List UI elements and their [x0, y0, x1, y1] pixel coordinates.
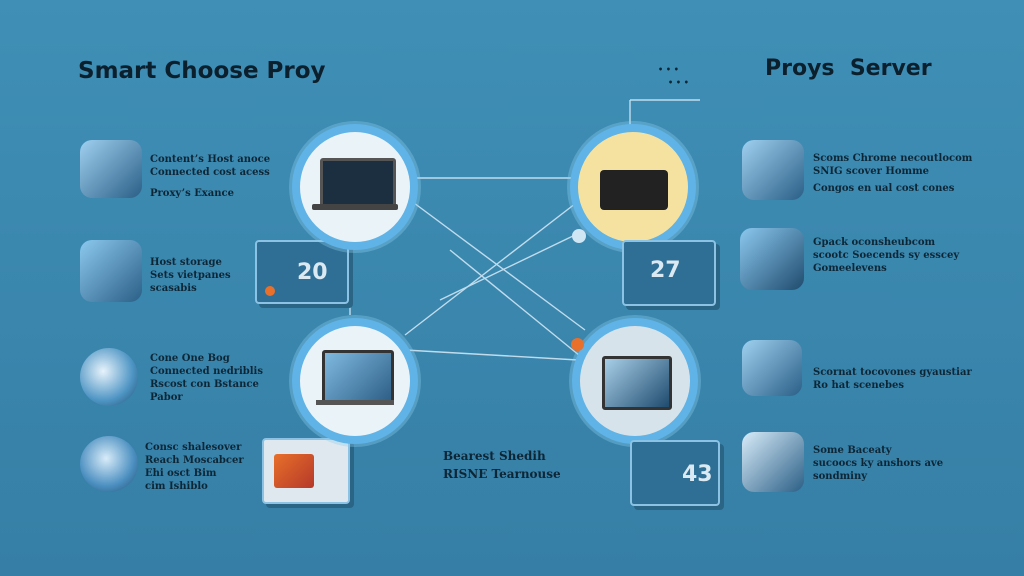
right-panel-bottom: 43 — [630, 440, 720, 506]
left-panel-top: 20 — [255, 240, 349, 304]
server-rack-icon — [742, 340, 802, 396]
status-dot — [265, 286, 275, 296]
server-icon — [80, 140, 142, 198]
line-tablet-to-device — [404, 349, 579, 361]
monitor-icon — [602, 356, 672, 410]
eye-icon — [740, 228, 804, 290]
device-node — [572, 318, 698, 444]
lock-icon — [572, 229, 586, 243]
cloud-icon — [80, 436, 138, 492]
line-mid — [439, 234, 576, 301]
shield-icon — [742, 140, 804, 200]
left-panel-bottom — [262, 438, 350, 504]
globe-icon — [80, 348, 138, 406]
right-subtitle-1: • • • — [658, 64, 679, 74]
line-mid2 — [449, 249, 586, 361]
laptop-node — [292, 124, 418, 250]
user-cloud-icon — [742, 432, 804, 492]
line-laptop-to-device — [409, 199, 586, 331]
line-tablet-to-server — [404, 199, 581, 336]
right-title: Proys Server — [765, 56, 932, 81]
storage-icon — [80, 240, 142, 302]
tablet-icon — [322, 350, 394, 404]
left-title: Smart Choose Proy — [78, 58, 326, 84]
tablet-node — [292, 318, 418, 444]
server-box-icon — [600, 170, 668, 210]
alert-dot — [571, 338, 584, 351]
server-node — [570, 124, 696, 250]
laptop-icon — [320, 158, 396, 208]
right-subtitle-2: • • • — [668, 77, 689, 87]
person-illustration — [274, 454, 314, 488]
right-panel-top: 27 — [622, 240, 716, 306]
